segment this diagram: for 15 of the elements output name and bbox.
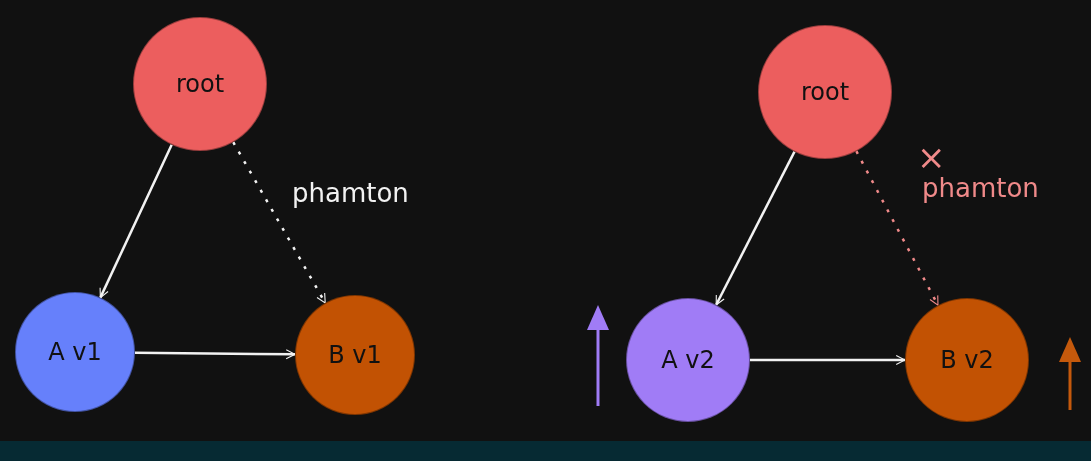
cross-mark: × [917, 140, 946, 174]
dotted-arrow [855, 150, 940, 306]
edge-label: phamton [292, 180, 409, 206]
dotted-arrow [232, 141, 327, 304]
arrow [715, 151, 796, 306]
arrow [750, 355, 906, 365]
arrow [99, 144, 173, 299]
node-label: root [175, 70, 225, 98]
node-label: A v2 [661, 346, 715, 374]
edge-label: phamton [922, 175, 1039, 201]
node-label: B v2 [940, 346, 994, 374]
arrow [135, 349, 296, 360]
node-label: root [800, 78, 850, 106]
node-label: A v1 [48, 338, 102, 366]
node-label: B v1 [328, 341, 382, 369]
